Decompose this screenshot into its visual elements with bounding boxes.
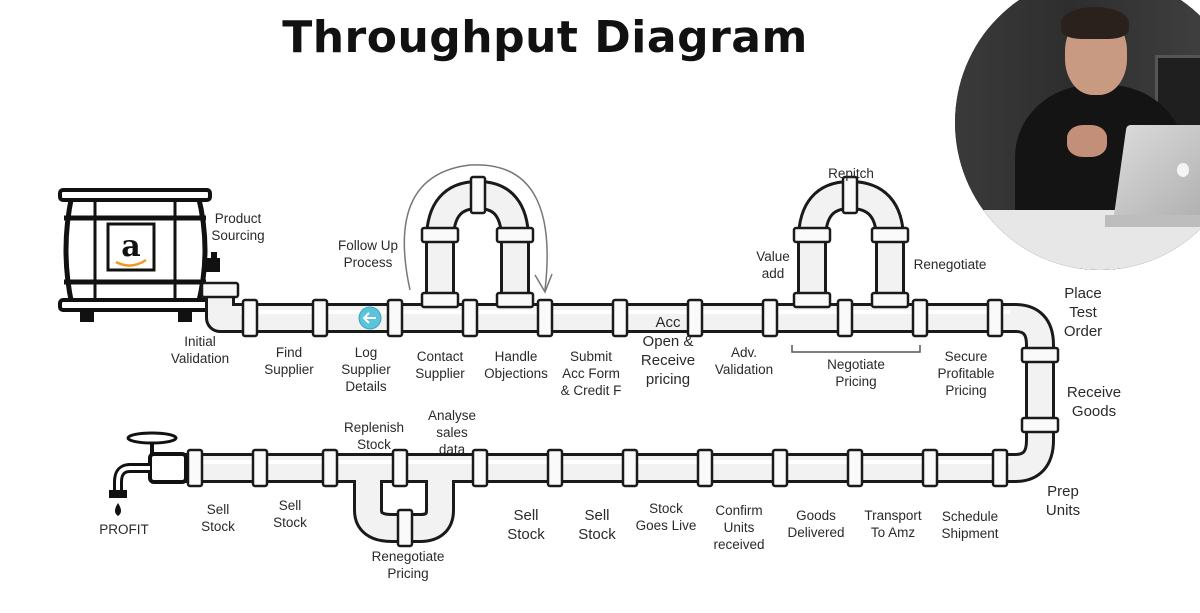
pipe-flange: [200, 281, 240, 299]
label-sell-stock-1: Sell Stock: [578, 507, 616, 543]
webcam-overlay: [955, 0, 1200, 270]
apple-logo-icon: [1177, 163, 1189, 177]
pipe-flange: [870, 226, 910, 244]
pipe-flange: [1020, 346, 1060, 364]
label-product-sourcing: Product Sourcing: [211, 211, 265, 243]
label-schedule-shipment: Schedule Shipment: [941, 509, 999, 541]
pipe-flange: [471, 448, 489, 488]
pipe-flange: [986, 298, 1004, 338]
pipe-flange: [186, 448, 204, 488]
pipe-flange: [251, 448, 269, 488]
label-submit-acc-form: Submit Acc Form & Credit F: [560, 349, 622, 398]
pipe-flange: [461, 298, 479, 338]
pipe-flange: [771, 448, 789, 488]
label-sell-stock-3: Sell Stock: [273, 498, 307, 530]
pipe-flange: [761, 298, 779, 338]
pipe-flange: [921, 448, 939, 488]
pipe-flange: [311, 298, 329, 338]
pipe-flange: [536, 298, 554, 338]
pipe-flange: [495, 226, 535, 244]
pipe-flange: [696, 448, 714, 488]
label-confirm-units-received: Confirm Units received: [713, 503, 765, 552]
label-log-supplier-details: Log Supplier Details: [341, 345, 391, 394]
negotiate-bracket: [791, 345, 921, 353]
pipe-flange: [686, 298, 704, 338]
label-sell-stock-4: Sell Stock: [201, 502, 235, 534]
pipe-flange: [841, 175, 859, 215]
label-contact-supplier: Contact Supplier: [415, 349, 465, 381]
label-transport-to-amz: Transport To Amz: [864, 508, 922, 540]
label-acc-open: Acc Open & Receive pricing: [640, 314, 696, 388]
label-repitch: Repitch: [828, 166, 874, 181]
pipe-flange: [621, 448, 639, 488]
barrel-logo-letter: a: [121, 229, 140, 264]
pipe-flange: [1020, 416, 1060, 434]
pipe-flange: [611, 298, 629, 338]
label-secure-profitable-pricing: Secure Profitable Pricing: [937, 349, 995, 398]
label-find-supplier: Find Supplier: [264, 345, 314, 377]
pipe-flange: [420, 226, 460, 244]
pipe-flange: [321, 448, 339, 488]
pipe-flange: [991, 448, 1009, 488]
pipe-flange: [911, 298, 929, 338]
pipe-flanges: [186, 175, 1060, 548]
label-initial-validation: Initial Validation: [170, 334, 230, 366]
barrel-icon: a: [58, 188, 220, 322]
label-renegotiate-pricing-bottom: Renegotiate Pricing: [371, 549, 445, 581]
pipe-flange: [420, 291, 460, 309]
pipe-flange: [792, 226, 832, 244]
pipe-flange: [469, 175, 487, 215]
pipe-flange: [396, 508, 414, 548]
pipe-flange: [846, 448, 864, 488]
pipe-flange: [495, 291, 535, 309]
label-adv-validation: Adv. Validation: [714, 345, 774, 377]
pipe-flange: [241, 298, 259, 338]
label-replenish-stock: Replenish Stock: [343, 420, 405, 452]
pipe-flange: [836, 298, 854, 338]
back-arrow-icon[interactable]: [358, 306, 382, 330]
label-negotiate-pricing: Negotiate Pricing: [827, 357, 885, 389]
label-goods-delivered: Goods Delivered: [787, 508, 845, 540]
label-handle-objections: Handle Objections: [484, 349, 548, 381]
label-analyse-sales-data: Analyse sales data: [427, 408, 477, 457]
follow-up-arrow-icon: [403, 164, 553, 294]
pipe-flange: [386, 298, 404, 338]
label-place-test-order: Place Test Order: [1063, 285, 1103, 340]
pipe-flange: [870, 291, 910, 309]
label-follow-up-process: Follow Up Process: [337, 238, 399, 270]
faucet-icon: [109, 431, 188, 516]
pipe-flange: [546, 448, 564, 488]
pipe-flange: [391, 448, 409, 488]
label-sell-stock-2: Sell Stock: [507, 507, 545, 543]
label-stock-goes-live: Stock Goes Live: [635, 501, 697, 533]
pipe-flange: [792, 291, 832, 309]
label-prep-units: Prep Units: [1045, 483, 1081, 519]
label-profit: PROFIT: [99, 522, 149, 537]
label-value-add: Value add: [756, 249, 790, 281]
label-receive-goods: Receive Goods: [1066, 384, 1122, 420]
diagram-title: Throughput Diagram: [282, 12, 808, 63]
